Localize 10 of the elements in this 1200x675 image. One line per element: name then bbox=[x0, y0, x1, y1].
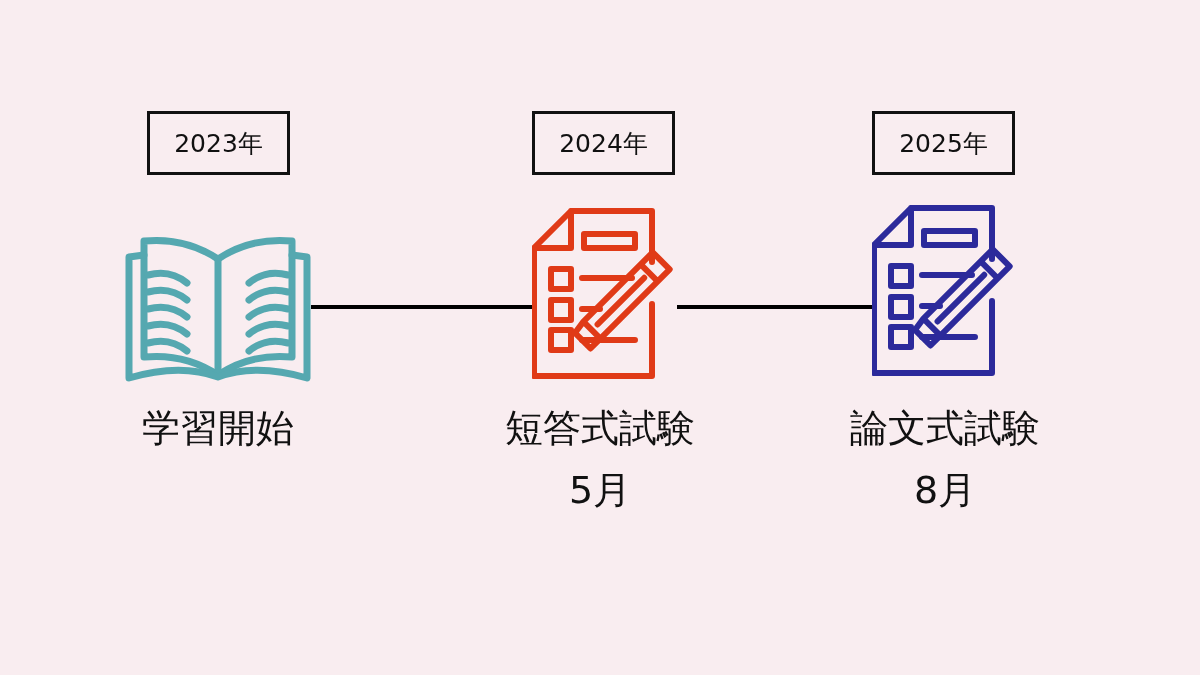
month-label: 5月 bbox=[568, 466, 632, 514]
milestone-label: 学習開始 bbox=[142, 405, 294, 452]
milestone-label: 短答式試験 bbox=[505, 405, 695, 452]
year-box: 2023年 bbox=[147, 111, 290, 175]
year-box: 2025年 bbox=[872, 111, 1015, 175]
timeline-line bbox=[311, 305, 532, 309]
milestone-label: 論文式試験 bbox=[850, 405, 1040, 452]
year-box: 2024年 bbox=[532, 111, 675, 175]
month-label: 8月 bbox=[913, 466, 977, 514]
timeline-line bbox=[677, 305, 872, 309]
